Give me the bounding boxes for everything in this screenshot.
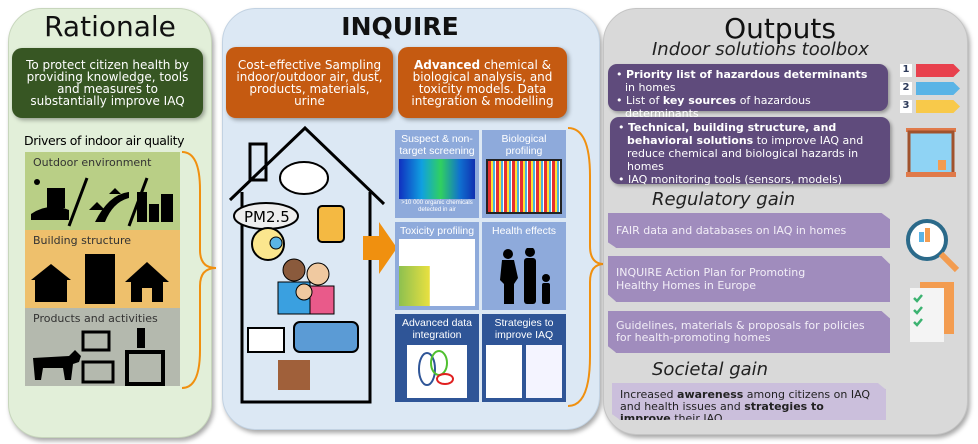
outdoor-icons (31, 177, 173, 227)
regulatory-heading: Regulatory gain (652, 189, 796, 210)
arrow-right-icon (363, 222, 397, 274)
toolbox-box-1: Priority list of hazardous determinants … (608, 64, 888, 120)
tile-screening-label: Suspect & non-target screening (399, 133, 475, 157)
sofa-icon (293, 321, 359, 353)
products-icons (33, 328, 165, 386)
tile-health: Health effects (482, 222, 566, 310)
tv-icon (247, 327, 285, 353)
driver-products: Products and activities (25, 308, 180, 386)
strategies-image (486, 345, 522, 398)
screening-caption: >10 000 organic chemicals detected in ai… (401, 200, 473, 213)
priority-list-icon: 1 2 3 (900, 64, 960, 113)
checklist-icon (910, 282, 954, 342)
outputs-title: Outputs (724, 12, 836, 45)
tile-data-integration: Advanced data integration (395, 314, 479, 402)
drivers-brace-icon (181, 151, 217, 389)
tile-biological-label: Biological profiling (501, 133, 547, 157)
toolbox-heading: Indoor solutions toolbox (652, 39, 869, 60)
building-icons (31, 254, 169, 304)
tile-strategies-label: Strategies to improve IAQ (494, 317, 554, 341)
pm25-label: PM2.5 (244, 208, 290, 226)
window-icon (906, 128, 956, 177)
analysis-box: Advanced chemical & biological analysis,… (398, 47, 567, 118)
parquet-icon (278, 360, 310, 390)
urine-sample-icon (317, 205, 345, 243)
screening-plot (399, 159, 475, 199)
tile-health-label: Health effects (491, 225, 556, 237)
ventilation-image (526, 345, 562, 398)
tile-screening: Suspect & non-target screening >10 000 o… (395, 130, 479, 218)
tile-biological: Biological profiling (482, 130, 566, 218)
toxicity-heatmap (399, 239, 475, 306)
driver-outdoor: Outdoor environment (25, 152, 180, 230)
drivers-heading: Drivers of indoor air quality (24, 133, 185, 148)
outputs-brace-icon (567, 127, 605, 407)
toolbox-box-2: Technical, building structure, and behav… (610, 117, 890, 186)
driver-building: Building structure (25, 230, 180, 308)
inquire-title: INQUIRE (341, 12, 459, 41)
regulatory-item-1: FAIR data and databases on IAQ in homes (608, 213, 890, 248)
tile-toxicity: Toxicity profiling (395, 222, 479, 310)
family-icon (500, 248, 550, 304)
rationale-title: Rationale (44, 10, 176, 43)
goal-text: To protect citizen health by providing k… (26, 58, 189, 108)
societal-box: Increased awareness among citizens on IA… (612, 383, 886, 420)
tile-strategies: Strategies to improve IAQ (482, 314, 566, 402)
house-icon: PM2.5 (228, 125, 386, 404)
regulatory-item-3: Guidelines, materials & proposals for po… (608, 311, 890, 353)
dust-cloud-icon (279, 161, 329, 195)
pca-plot (407, 345, 467, 398)
societal-heading: Societal gain (652, 359, 769, 380)
tile-toxicity-label: Toxicity profiling (399, 225, 475, 237)
biological-chart (486, 159, 562, 214)
goal-box: To protect citizen health by providing k… (12, 48, 203, 118)
magnifier-chart-icon (906, 219, 960, 273)
sampling-box: Cost-effective Sampling indoor/outdoor a… (226, 47, 393, 118)
tile-data-integration-label: Advanced data integration (401, 317, 473, 341)
regulatory-item-2: INQUIRE Action Plan for Promoting Health… (608, 256, 890, 302)
